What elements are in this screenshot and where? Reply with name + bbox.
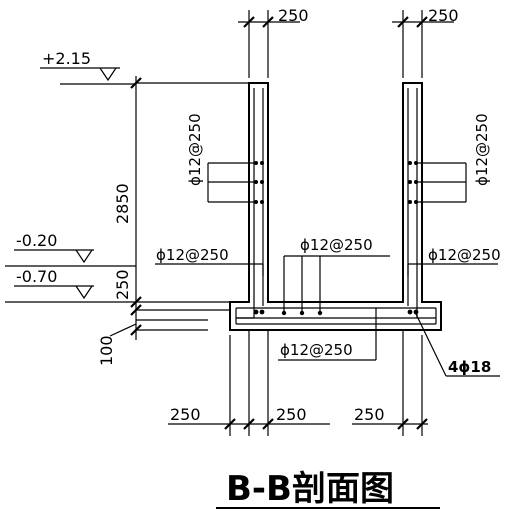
rebar-slab-top: ϕ12@250 (300, 236, 373, 254)
rebar-wall-right-vertical: ϕ12@250 (473, 113, 491, 186)
rebar-dots (253, 161, 419, 316)
drawing-title: B-B剖面图 (226, 469, 394, 509)
dim-bottom-right: 250 (354, 405, 385, 424)
concrete-outline (229, 82, 442, 331)
dim-slab-250: 250 (113, 269, 132, 300)
dim-slab-100: 100 (97, 335, 116, 366)
elevation-mid: -0.20 (16, 231, 57, 250)
rebar-corner-bars: 4ϕ18 (448, 358, 491, 376)
dim-top-right: 250 (428, 6, 459, 25)
ground-lines (136, 301, 230, 331)
rebar-lines (235, 88, 437, 325)
elevation-low: -0.70 (16, 267, 57, 286)
dim-bottom-left: 250 (170, 405, 201, 424)
rebar-wall-left-vertical: ϕ12@250 (186, 113, 204, 186)
dim-bottom-mid: 250 (276, 405, 307, 424)
rebar-wall-right-horizontal: ϕ12@250 (428, 246, 501, 264)
bottom-dimensions (168, 330, 428, 436)
top-dimensions (238, 10, 454, 78)
dim-top-left: 250 (278, 6, 309, 25)
rebar-wall-left-horizontal: ϕ12@250 (156, 246, 229, 264)
rebar-slab-bottom: ϕ12@250 (280, 341, 353, 359)
dim-wall-height: 2850 (113, 183, 132, 224)
elevation-top: +2.15 (42, 49, 91, 68)
leader-lines (155, 162, 500, 377)
elevation-markers (5, 67, 136, 303)
